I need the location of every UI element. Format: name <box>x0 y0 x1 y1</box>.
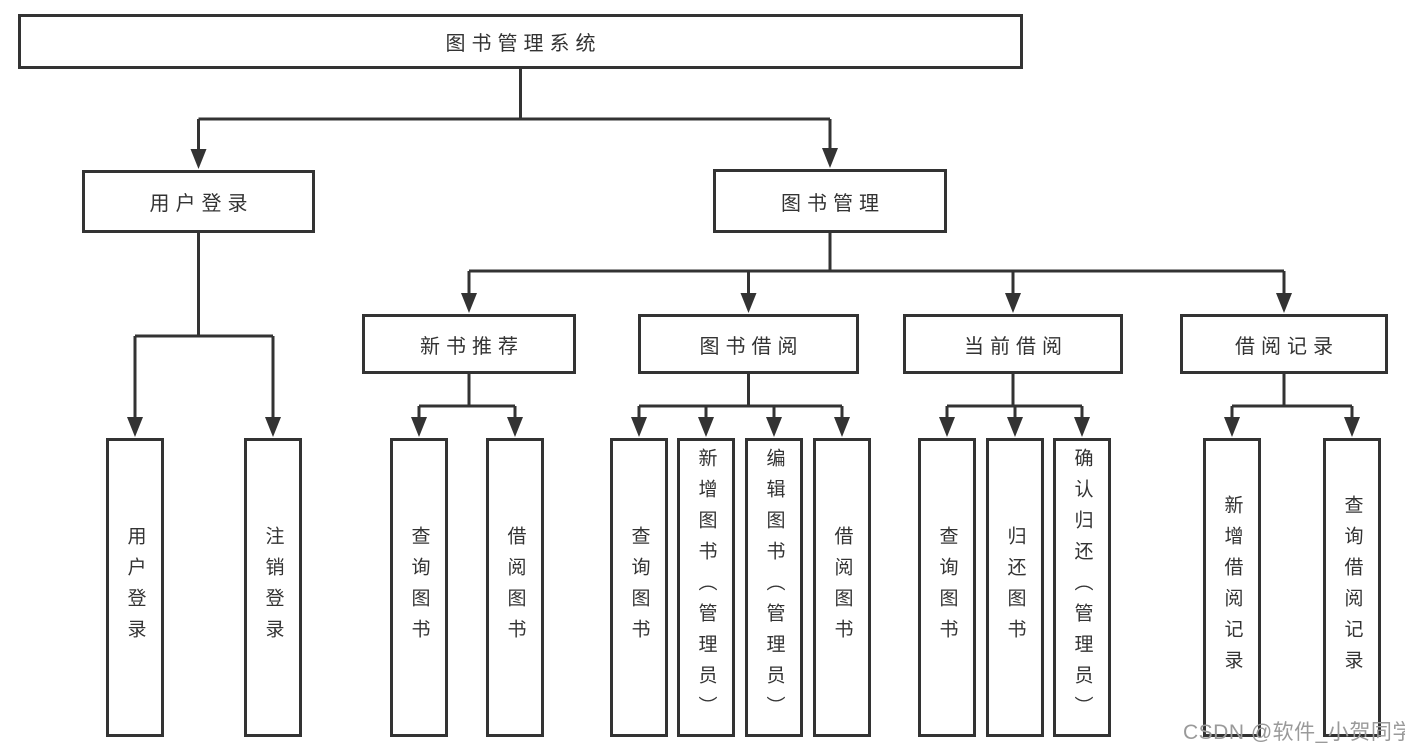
node-root-system: 图书管理系统 <box>18 14 1023 69</box>
node-label: 当前借阅 <box>964 335 1068 358</box>
node-new-book-recommend: 新书推荐 <box>362 314 576 374</box>
leaf-query-books-borrow: 查询图书 <box>610 438 668 737</box>
arrow-down-icon <box>834 417 850 437</box>
leaf-query-borrow-record: 查询借阅记录 <box>1323 438 1381 737</box>
csdn-watermark: CSDN @软件_小贺同学 <box>1183 721 1405 744</box>
node-label: 用户登录 <box>149 193 254 215</box>
node-label: 图书借阅 <box>699 335 804 358</box>
arrow-down-icon <box>1005 293 1021 313</box>
node-label: 借阅记录 <box>1235 335 1339 358</box>
arrow-down-icon <box>1344 417 1360 437</box>
arrow-down-icon <box>1224 417 1240 437</box>
arrow-down-icon <box>190 149 207 169</box>
arrowhead-icons <box>127 148 1360 437</box>
node-label: 新增图书（管理员） <box>695 448 717 727</box>
node-label: 注销登录 <box>262 525 284 650</box>
node-book-borrow: 图书借阅 <box>638 314 859 374</box>
node-label: 编辑图书（管理员） <box>763 448 785 727</box>
leaf-user-login: 用户登录 <box>106 438 164 737</box>
connector-book-borrow-to-leaves <box>637 374 844 428</box>
arrow-down-icon <box>698 417 714 437</box>
node-label: 借阅图书 <box>831 525 853 650</box>
arrow-down-icon <box>1276 293 1292 313</box>
connector-root-to-level1 <box>197 69 832 160</box>
arrow-down-icon <box>631 417 647 437</box>
node-current-borrow: 当前借阅 <box>903 314 1123 374</box>
leaf-add-book-admin: 新增图书（管理员） <box>677 438 735 737</box>
leaf-confirm-return-admin: 确认归还（管理员） <box>1053 438 1111 737</box>
leaf-logout: 注销登录 <box>244 438 302 737</box>
node-label: 归还图书 <box>1004 525 1026 650</box>
arrow-down-icon <box>507 417 523 437</box>
node-label: 用户登录 <box>124 525 146 650</box>
leaf-return-book: 归还图书 <box>986 438 1044 737</box>
node-label: 新增借阅记录 <box>1221 494 1243 681</box>
node-borrow-records: 借阅记录 <box>1180 314 1388 374</box>
node-label: 新书推荐 <box>420 335 524 358</box>
arrow-down-icon <box>265 417 281 437</box>
arrow-down-icon <box>740 293 757 313</box>
arrow-down-icon <box>939 417 955 437</box>
node-label: 借阅图书 <box>504 525 526 650</box>
node-label: 查询图书 <box>628 525 650 650</box>
connector-new-book-to-leaves <box>417 374 517 428</box>
leaf-edit-book-admin: 编辑图书（管理员） <box>745 438 803 737</box>
leaf-borrow-books: 借阅图书 <box>813 438 871 737</box>
leaf-query-books-recommend: 查询图书 <box>390 438 448 737</box>
node-label: 图书管理 <box>781 192 885 215</box>
connector-user-login-to-leaves <box>133 233 275 428</box>
node-user-login: 用户登录 <box>82 170 315 233</box>
node-label: 查询借阅记录 <box>1341 494 1363 681</box>
node-label: 图书管理系统 <box>445 33 602 55</box>
node-label: 确认归还（管理员） <box>1071 448 1093 727</box>
arrow-down-icon <box>1007 417 1023 437</box>
arrow-down-icon <box>822 148 838 168</box>
node-label: 查询图书 <box>936 525 958 650</box>
node-label: 查询图书 <box>408 525 430 650</box>
arrow-down-icon <box>1074 417 1090 437</box>
arrow-down-icon <box>766 417 782 437</box>
leaf-add-borrow-record: 新增借阅记录 <box>1203 438 1261 737</box>
leaf-query-books-current: 查询图书 <box>918 438 976 737</box>
connector-borrow-records-to-leaves <box>1230 374 1354 428</box>
arrow-down-icon <box>411 417 427 437</box>
connector-book-management-to-level2 <box>467 233 1286 304</box>
arrow-down-icon <box>461 293 477 313</box>
node-book-management: 图书管理 <box>713 169 947 233</box>
arrow-down-icon <box>127 417 143 437</box>
leaf-borrow-books-recommend: 借阅图书 <box>486 438 544 737</box>
